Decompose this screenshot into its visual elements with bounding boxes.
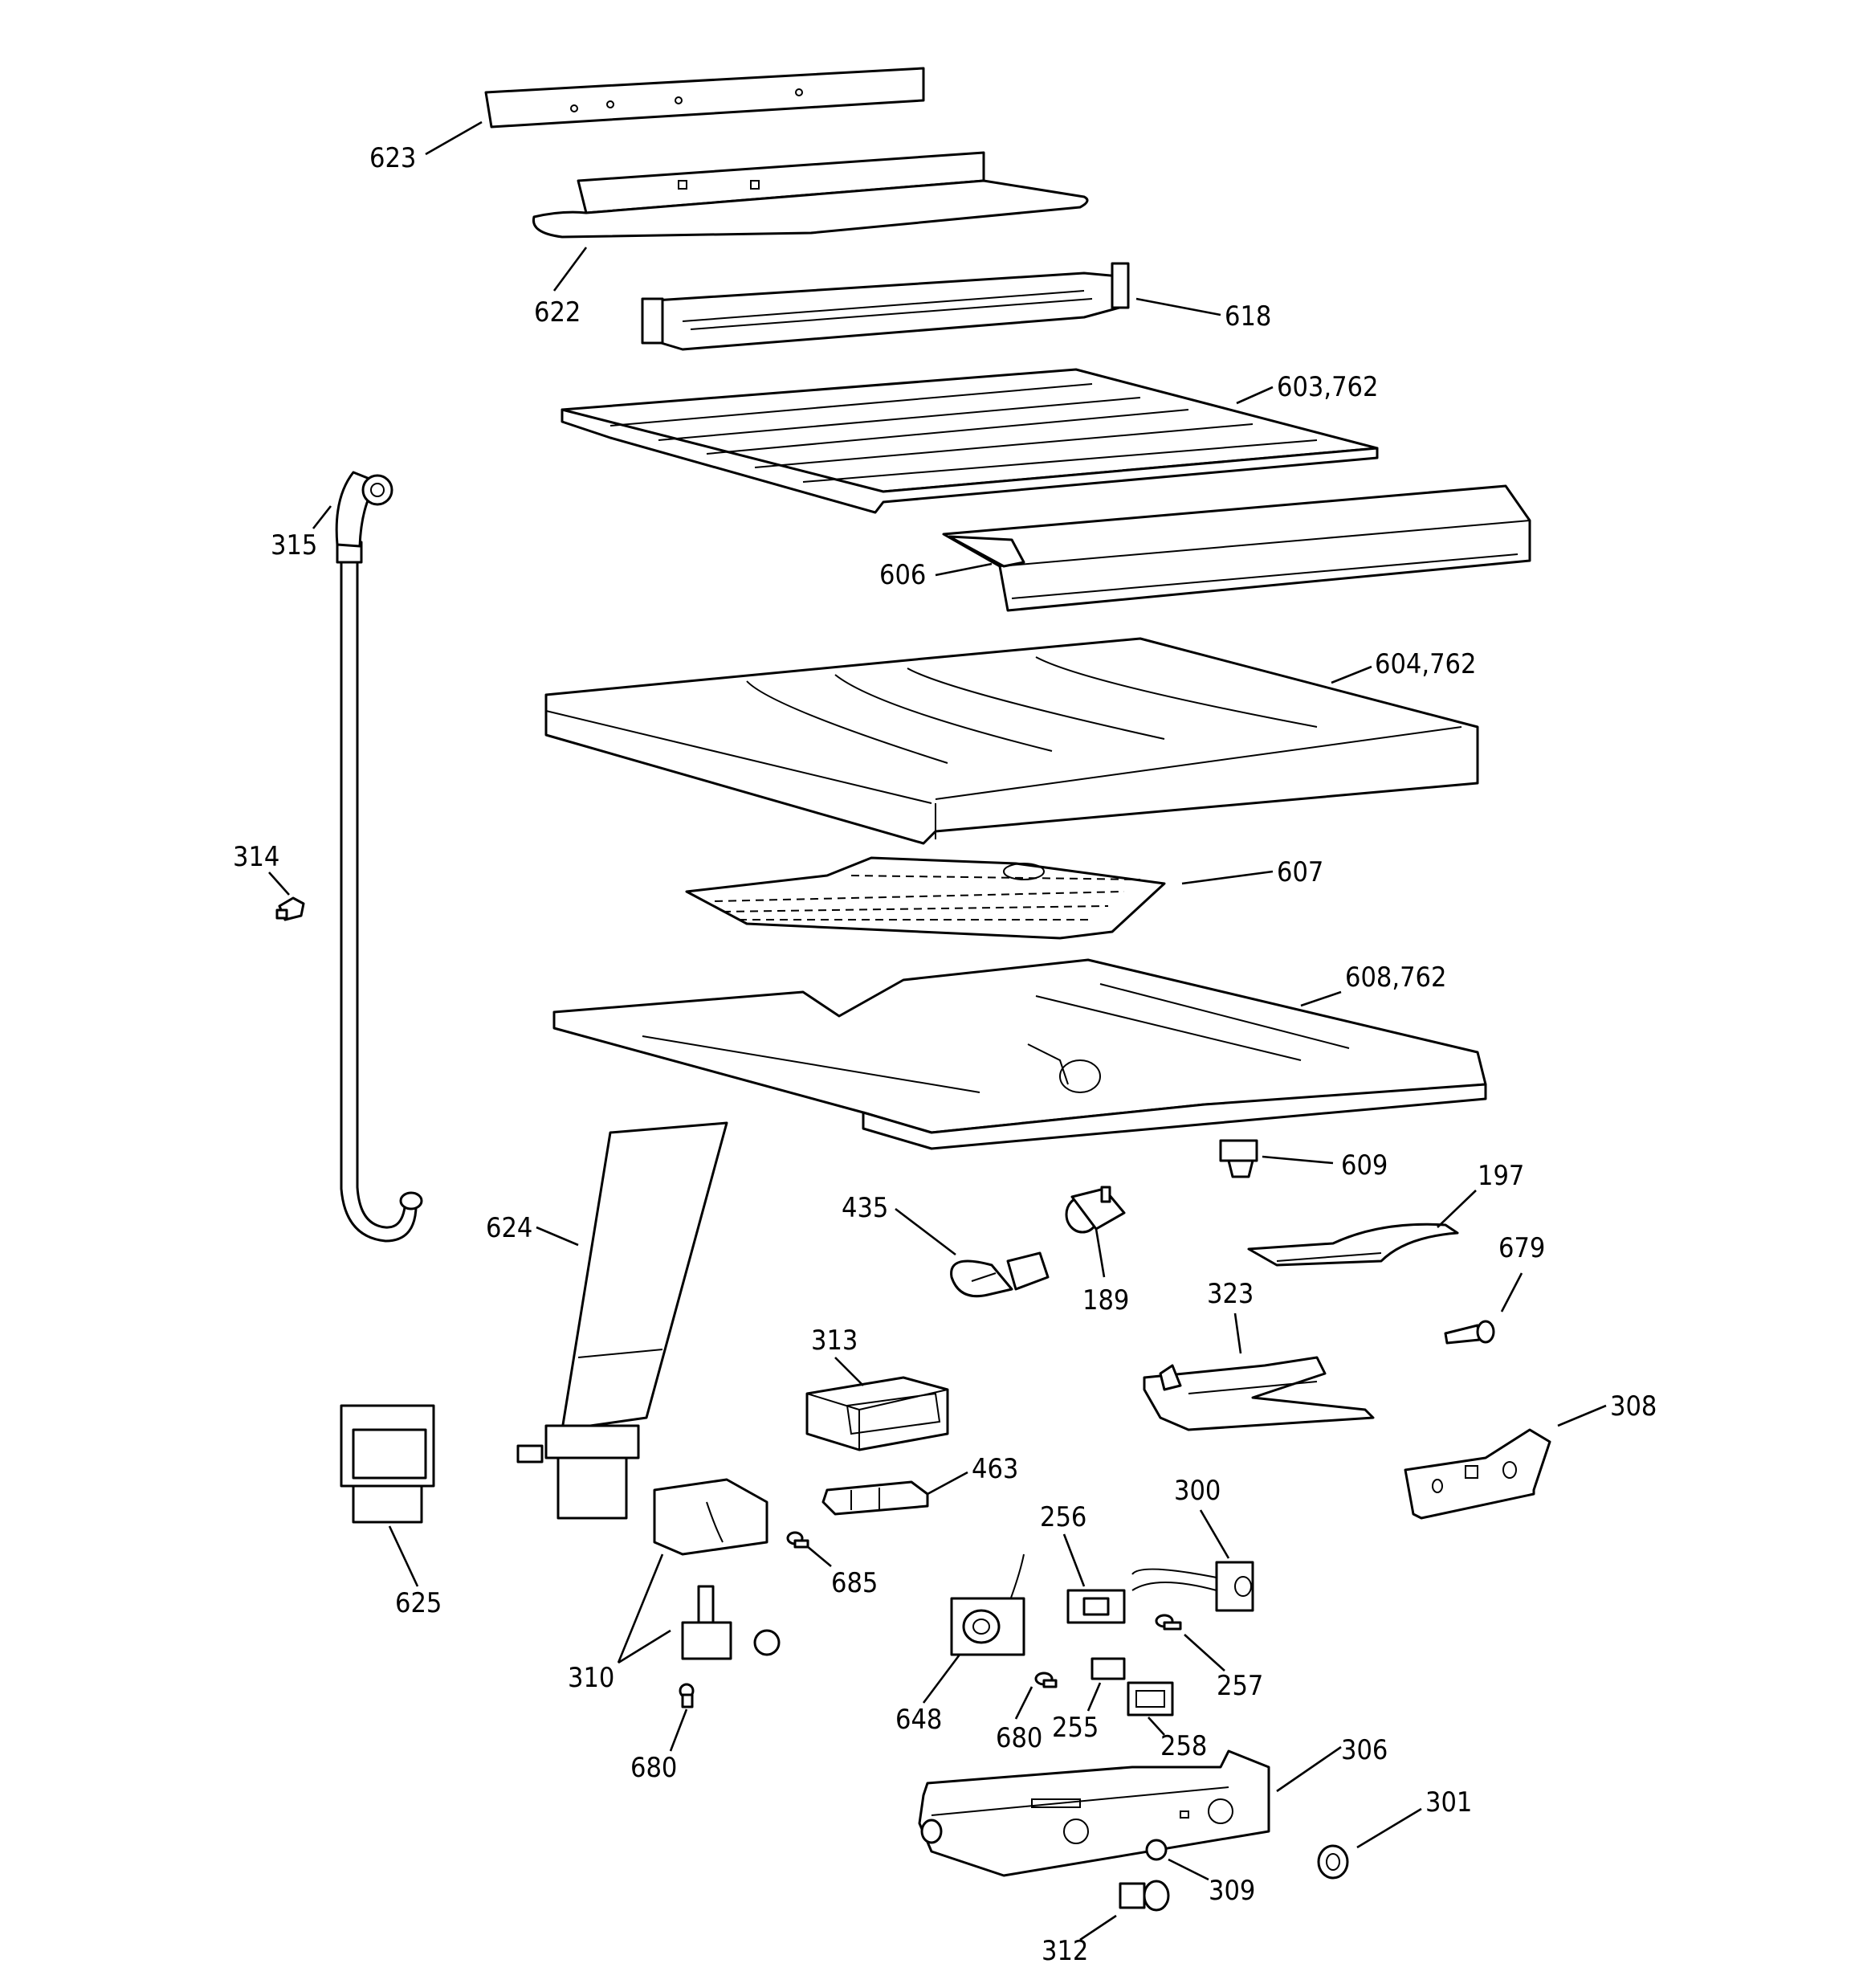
label-323: 323 xyxy=(1207,1278,1254,1310)
part-607-mesh xyxy=(685,856,1166,940)
part-256-switch xyxy=(1066,1589,1126,1624)
part-308-plate xyxy=(1404,1428,1551,1520)
label-607: 607 xyxy=(1277,856,1323,888)
part-189-holder xyxy=(1065,1186,1126,1234)
part-648-timer xyxy=(950,1553,1025,1656)
part-679-screw xyxy=(1444,1320,1495,1345)
part-463-insert xyxy=(821,1480,929,1516)
label-685: 685 xyxy=(831,1567,878,1599)
label-680-right: 680 xyxy=(996,1722,1042,1754)
part-608-pan xyxy=(552,958,1487,1150)
part-606-rail xyxy=(942,484,1531,612)
part-301-knob xyxy=(1317,1844,1349,1880)
label-189: 189 xyxy=(1082,1284,1129,1316)
part-604-shelf xyxy=(544,637,1479,845)
part-685-screw xyxy=(786,1531,809,1549)
label-680-left: 680 xyxy=(630,1752,677,1784)
label-256: 256 xyxy=(1040,1501,1086,1533)
part-435-bulb xyxy=(950,1251,1050,1298)
label-463: 463 xyxy=(972,1453,1018,1485)
label-625: 625 xyxy=(395,1587,442,1619)
part-680a-screw xyxy=(1034,1672,1058,1688)
part-309-plug xyxy=(1145,1839,1168,1861)
part-255-button xyxy=(1090,1657,1126,1680)
part-313-box xyxy=(805,1376,949,1451)
part-623-bracket xyxy=(484,67,925,129)
label-622: 622 xyxy=(534,296,581,329)
label-312: 312 xyxy=(1042,1935,1088,1967)
part-618-frame xyxy=(641,262,1130,351)
part-197-strip xyxy=(1247,1223,1459,1267)
part-315-tube xyxy=(335,471,423,1243)
label-308: 308 xyxy=(1610,1390,1657,1423)
label-258: 258 xyxy=(1160,1730,1207,1762)
label-606: 606 xyxy=(879,559,926,591)
part-625-housing xyxy=(340,1404,435,1524)
label-313: 313 xyxy=(811,1325,858,1357)
part-306-housing xyxy=(918,1749,1270,1877)
label-608-762: 608,762 xyxy=(1345,961,1446,994)
part-257-screw xyxy=(1155,1614,1182,1631)
part-680b-screw xyxy=(679,1683,695,1708)
label-310: 310 xyxy=(568,1662,614,1694)
label-609: 609 xyxy=(1341,1149,1388,1182)
label-315: 315 xyxy=(271,529,317,561)
part-624-shield xyxy=(516,1121,728,1520)
label-618: 618 xyxy=(1225,300,1271,333)
label-648: 648 xyxy=(895,1704,942,1736)
label-300: 300 xyxy=(1174,1475,1221,1507)
label-623: 623 xyxy=(369,142,416,174)
part-314-clip xyxy=(275,896,305,921)
label-306: 306 xyxy=(1341,1734,1388,1766)
part-609-socket xyxy=(1219,1139,1258,1178)
label-255: 255 xyxy=(1052,1712,1099,1744)
label-603-762: 603,762 xyxy=(1277,371,1378,403)
label-314: 314 xyxy=(233,841,279,873)
part-310-thermostat xyxy=(653,1478,781,1660)
label-257: 257 xyxy=(1217,1670,1263,1702)
label-435: 435 xyxy=(842,1192,888,1224)
part-622-trim xyxy=(532,151,1089,239)
label-301: 301 xyxy=(1425,1786,1472,1819)
label-679: 679 xyxy=(1498,1232,1545,1264)
part-258-button xyxy=(1127,1681,1174,1717)
part-603-shelf xyxy=(561,368,1379,514)
label-309: 309 xyxy=(1209,1875,1255,1907)
part-323-bracket xyxy=(1143,1356,1375,1431)
label-197: 197 xyxy=(1478,1160,1524,1192)
part-300-switch xyxy=(1131,1561,1254,1612)
part-312-knob xyxy=(1119,1880,1170,1912)
label-624: 624 xyxy=(486,1212,532,1244)
label-604-762: 604,762 xyxy=(1375,648,1476,680)
